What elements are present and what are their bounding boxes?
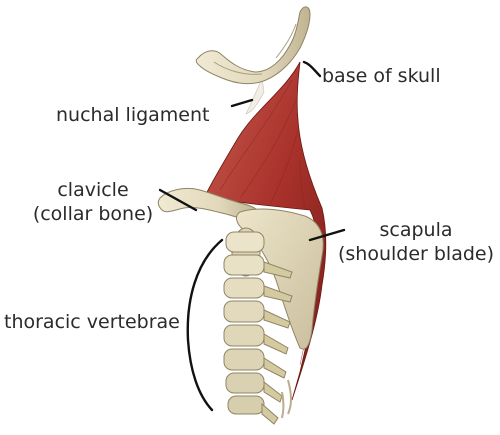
leader-scapula [308,228,346,242]
leader-thoracic-vertebrae [186,238,224,412]
label-base-of-skull: base of skull [322,65,441,87]
label-clavicle-line2: (collar bone) [32,203,154,225]
skull-ridge-2 [275,23,297,59]
label-scapula-line2: (shoulder blade) [337,243,495,265]
skull-ridge [213,61,263,75]
leader-nuchal-ligament [230,98,254,108]
vertebral-column [223,231,293,425]
label-scapula-line1: scapula [379,219,453,241]
leader-clavicle [158,188,198,212]
label-nuchal-ligament: nuchal ligament [56,104,210,126]
label-clavicle: clavicle (collar bone) [28,178,158,226]
leader-base-of-skull [302,60,322,78]
skull-base [195,6,311,85]
label-thoracic-vertebrae: thoracic vertebrae [4,311,180,333]
nuchal-ligament [245,76,265,115]
leader-lines [158,60,346,412]
label-scapula: scapula (shoulder blade) [336,218,496,266]
rib-stubs [281,379,292,419]
label-clavicle-line1: clavicle [57,179,129,201]
